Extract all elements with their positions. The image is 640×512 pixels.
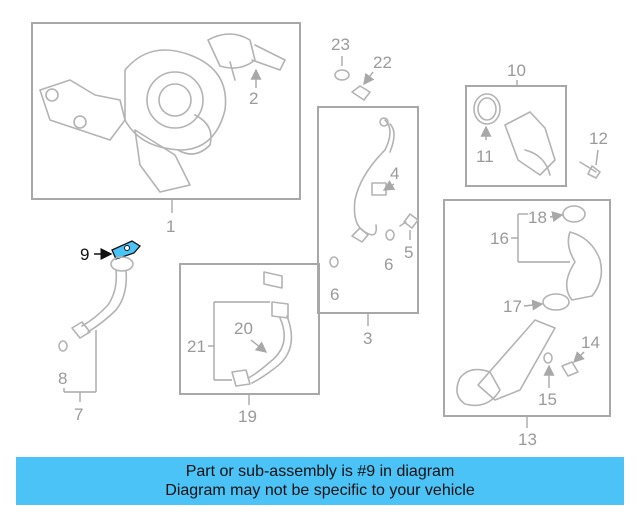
turbocharger-drawing: [39, 33, 286, 193]
callout-11[interactable]: 11: [476, 147, 494, 166]
callout-3[interactable]: 3: [363, 329, 372, 348]
callout-14[interactable]: 14: [581, 333, 600, 352]
plug-22: [351, 85, 371, 101]
callout-22[interactable]: 22: [373, 53, 392, 72]
callout-4[interactable]: 4: [390, 164, 399, 183]
callout-9[interactable]: 9: [80, 245, 89, 264]
washer-8: [58, 340, 68, 352]
washer-6b: [385, 229, 395, 241]
callout-2[interactable]: 2: [249, 89, 258, 108]
callout-8[interactable]: 8: [58, 369, 67, 388]
callout-10[interactable]: 10: [507, 61, 526, 80]
callout-19[interactable]: 19: [238, 407, 257, 426]
part-9-highlighted[interactable]: 9: [80, 240, 141, 264]
callout-23[interactable]: 23: [331, 35, 350, 54]
callout-16[interactable]: 16: [490, 229, 509, 248]
hose-group-19[interactable]: 20 21 19: [179, 263, 320, 426]
callout-15[interactable]: 15: [538, 390, 557, 409]
banner-line-2: Diagram may not be specific to your vehi…: [165, 482, 475, 499]
parts-22-23[interactable]: 23 22: [331, 35, 392, 101]
callout-17[interactable]: 17: [503, 297, 522, 316]
turbocharger-group[interactable]: 2 1: [31, 22, 301, 236]
callout-13[interactable]: 13: [518, 430, 537, 449]
intake-pipe-drawing: [473, 93, 556, 176]
o-ring-23: [334, 69, 350, 81]
bolt-12-drawing: [579, 161, 601, 179]
washer-6a: [329, 256, 339, 268]
hose-drawing: [231, 271, 293, 387]
oil-return-drawing: [71, 256, 134, 339]
banner-line-1: Part or sub-assembly is #9 in diagram: [185, 463, 455, 480]
info-banner: Part or sub-assembly is #9 in diagram Di…: [16, 457, 624, 505]
bolt-5: [403, 213, 419, 229]
callout-6b[interactable]: 6: [384, 255, 393, 274]
oil-line-group[interactable]: 4 6 5 6 3: [317, 106, 419, 348]
charge-pipe-group-13[interactable]: 18 16 17 14 15 13: [443, 199, 611, 449]
callout-12[interactable]: 12: [589, 129, 608, 148]
oil-line-box: [317, 106, 419, 314]
oil-return-group[interactable]: 8 7: [58, 256, 134, 424]
callout-21[interactable]: 21: [187, 337, 206, 356]
charge-pipe-box: [443, 199, 611, 417]
intake-pipe-group-10[interactable]: 10 11: [465, 61, 567, 187]
callout-5[interactable]: 5: [404, 243, 413, 262]
oil-line-drawing: [351, 117, 395, 243]
intake-pipe-box: [465, 85, 567, 187]
callout-18[interactable]: 18: [528, 208, 547, 227]
callout-7[interactable]: 7: [74, 405, 83, 424]
callout-1[interactable]: 1: [166, 217, 175, 236]
callout-6a[interactable]: 6: [330, 285, 339, 304]
callout-20[interactable]: 20: [234, 319, 253, 338]
turbocharger-box: [31, 22, 301, 200]
bolt-12[interactable]: 12: [579, 129, 608, 179]
